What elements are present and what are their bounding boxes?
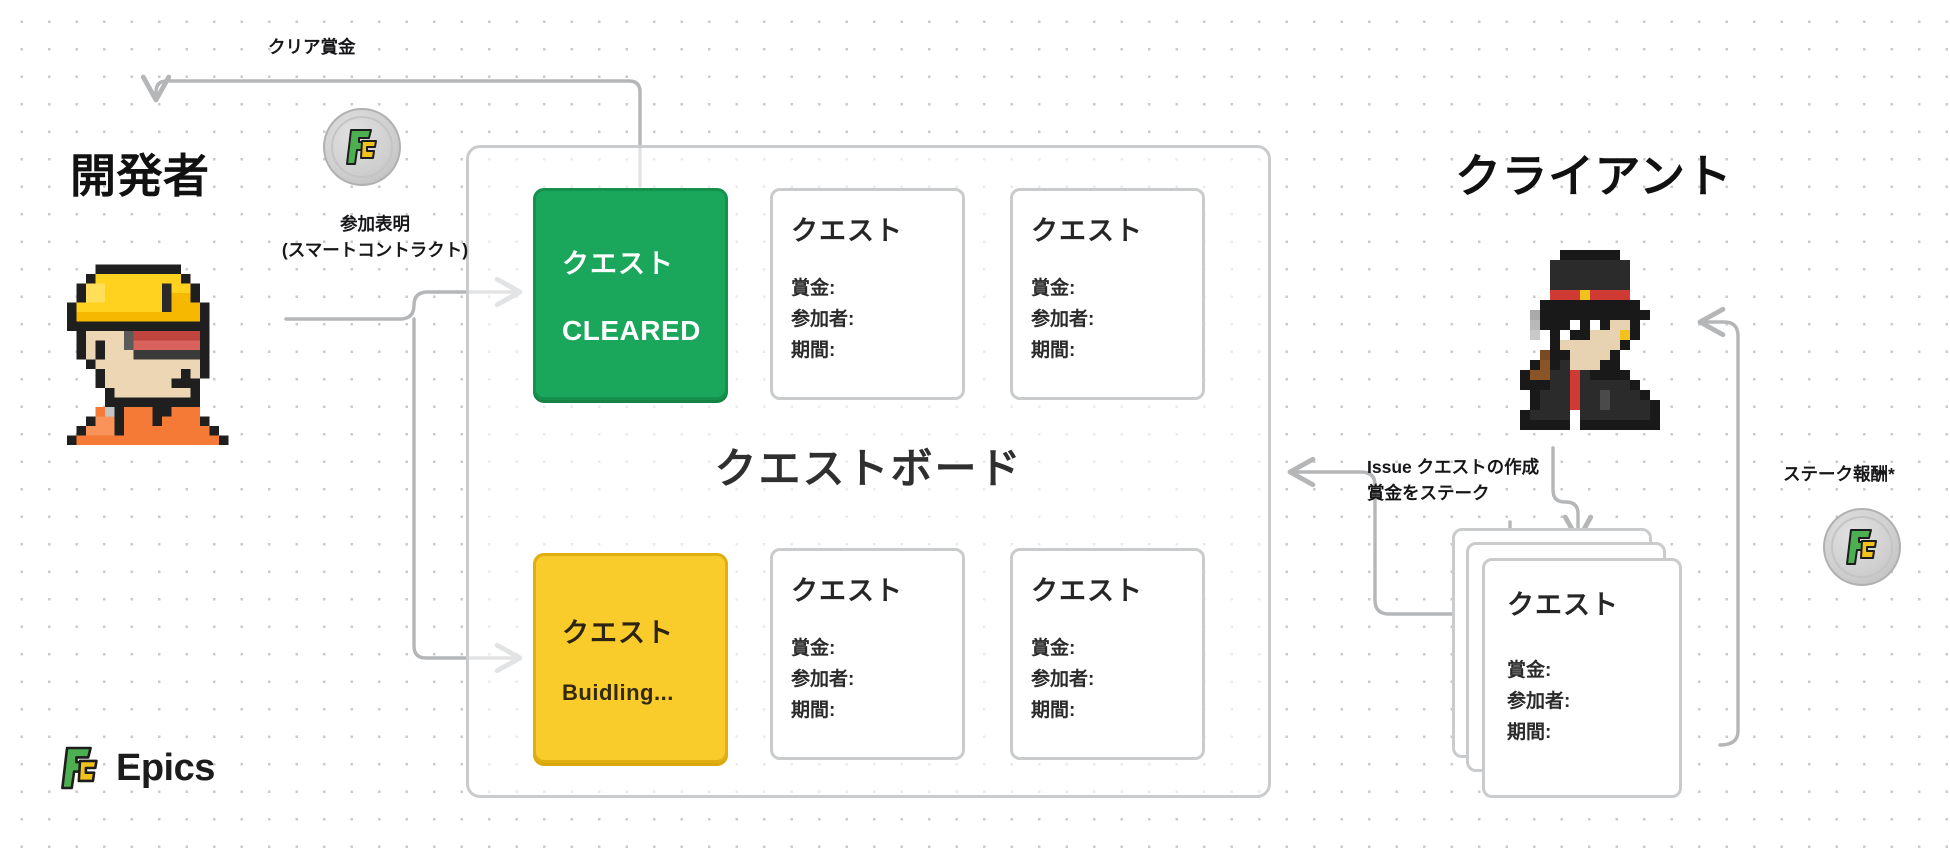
quest-meta-participants: 参加者: bbox=[791, 308, 855, 330]
quest-card-meta: 賞金: 参加者: 期間: bbox=[791, 634, 944, 726]
flow-label-participation-line2: (スマートコントラクト) bbox=[281, 239, 469, 260]
quest-card-bottom-3[interactable]: クエスト 賞金: 参加者: 期間: bbox=[1010, 548, 1205, 760]
quest-stack-sheet-front[interactable]: クエスト 賞金: 参加者: 期間: bbox=[1482, 558, 1682, 798]
quest-meta-participants: 参加者: bbox=[1507, 690, 1571, 712]
quest-meta-reward: 賞金: bbox=[791, 278, 836, 299]
quest-meta-participants: 参加者: bbox=[791, 668, 855, 690]
quest-card-head: クエスト bbox=[791, 216, 903, 246]
quest-meta-participants: 参加者: bbox=[1031, 668, 1095, 690]
flow-label-issue-create-line2: 賞金をステーク bbox=[1367, 482, 1490, 503]
flow-label-issue-create-line1: Issue クエストの作成 bbox=[1367, 457, 1540, 477]
quest-meta-participants: 参加者: bbox=[1031, 308, 1095, 330]
quest-board-title: クエストボード bbox=[714, 445, 1023, 492]
coin-ring bbox=[331, 116, 393, 178]
quest-stack-head: クエスト bbox=[1507, 590, 1619, 620]
flow-label-issue-create: Issue クエストの作成 賞金をステーク bbox=[1367, 455, 1539, 507]
quest-meta-reward: 賞金: bbox=[1031, 638, 1076, 659]
quest-meta-reward: 賞金: bbox=[791, 638, 836, 659]
quest-card-meta: 賞金: 参加者: 期間: bbox=[791, 274, 944, 366]
brand-name: Epics bbox=[116, 746, 215, 789]
flow-label-clear-reward: クリア賞金 bbox=[268, 37, 356, 57]
quest-card-cleared-head: クエスト bbox=[562, 248, 674, 279]
wire-participation-upper bbox=[284, 276, 523, 321]
coin-ring bbox=[1831, 516, 1893, 578]
quest-meta-reward: 賞金: bbox=[1507, 660, 1552, 681]
quest-card-cleared-status: CLEARED bbox=[562, 314, 701, 346]
quest-meta-reward: 賞金: bbox=[1031, 278, 1076, 299]
wire-clear-reward bbox=[140, 74, 642, 188]
flow-label-participation-line1: 参加表明 bbox=[340, 214, 410, 234]
quest-meta-period: 期間: bbox=[1031, 699, 1076, 721]
brand-lockup: Epics bbox=[60, 745, 215, 791]
quest-card-bottom-2[interactable]: クエスト 賞金: 参加者: 期間: bbox=[770, 548, 965, 760]
flow-label-stake-reward: ステーク報酬* bbox=[1783, 464, 1895, 484]
quest-card-head: クエスト bbox=[791, 576, 903, 606]
quest-meta-period: 期間: bbox=[791, 339, 836, 361]
epics-logo-glyph bbox=[1846, 529, 1877, 565]
quest-meta-period: 期間: bbox=[1507, 721, 1552, 743]
client-title: クライアント bbox=[1455, 150, 1733, 202]
flow-label-participation: 参加表明 (スマートコントラクト) bbox=[265, 212, 485, 264]
quest-card-meta: 賞金: 参加者: 期間: bbox=[1031, 274, 1184, 366]
quest-card-cleared[interactable]: クエスト CLEARED bbox=[533, 188, 728, 400]
quest-card-head: クエスト bbox=[1031, 216, 1143, 246]
quest-card-top-2[interactable]: クエスト 賞金: 参加者: 期間: bbox=[770, 188, 965, 400]
developer-pixel-avatar bbox=[67, 264, 229, 445]
quest-card-building[interactable]: クエスト Buidling... bbox=[533, 553, 728, 763]
quest-card-building-status: Buidling... bbox=[562, 679, 674, 705]
epics-coin-icon-stake-reward bbox=[1823, 508, 1901, 586]
quest-card-top-3[interactable]: クエスト 賞金: 参加者: 期間: bbox=[1010, 188, 1205, 400]
quest-meta-period: 期間: bbox=[791, 699, 836, 721]
client-quest-stack[interactable]: クエスト 賞金: 参加者: 期間: bbox=[1452, 528, 1682, 798]
wire-stake-reward bbox=[1697, 306, 1740, 747]
quest-card-building-head: クエスト bbox=[562, 617, 674, 648]
client-pixel-avatar bbox=[1520, 250, 1660, 430]
epics-logo-glyph bbox=[346, 129, 377, 165]
wire-participation-lower bbox=[412, 317, 523, 674]
quest-card-meta: 賞金: 参加者: 期間: bbox=[1031, 634, 1184, 726]
quest-meta-period: 期間: bbox=[1031, 339, 1076, 361]
wire-issue-create-to-stack bbox=[1551, 446, 1594, 543]
developer-title: 開発者 bbox=[70, 150, 210, 202]
epics-coin-icon-clear-reward bbox=[323, 108, 401, 186]
epics-logo-icon bbox=[61, 746, 98, 790]
quest-stack-meta: 賞金: 参加者: 期間: bbox=[1507, 656, 1659, 748]
quest-card-head: クエスト bbox=[1031, 576, 1143, 606]
